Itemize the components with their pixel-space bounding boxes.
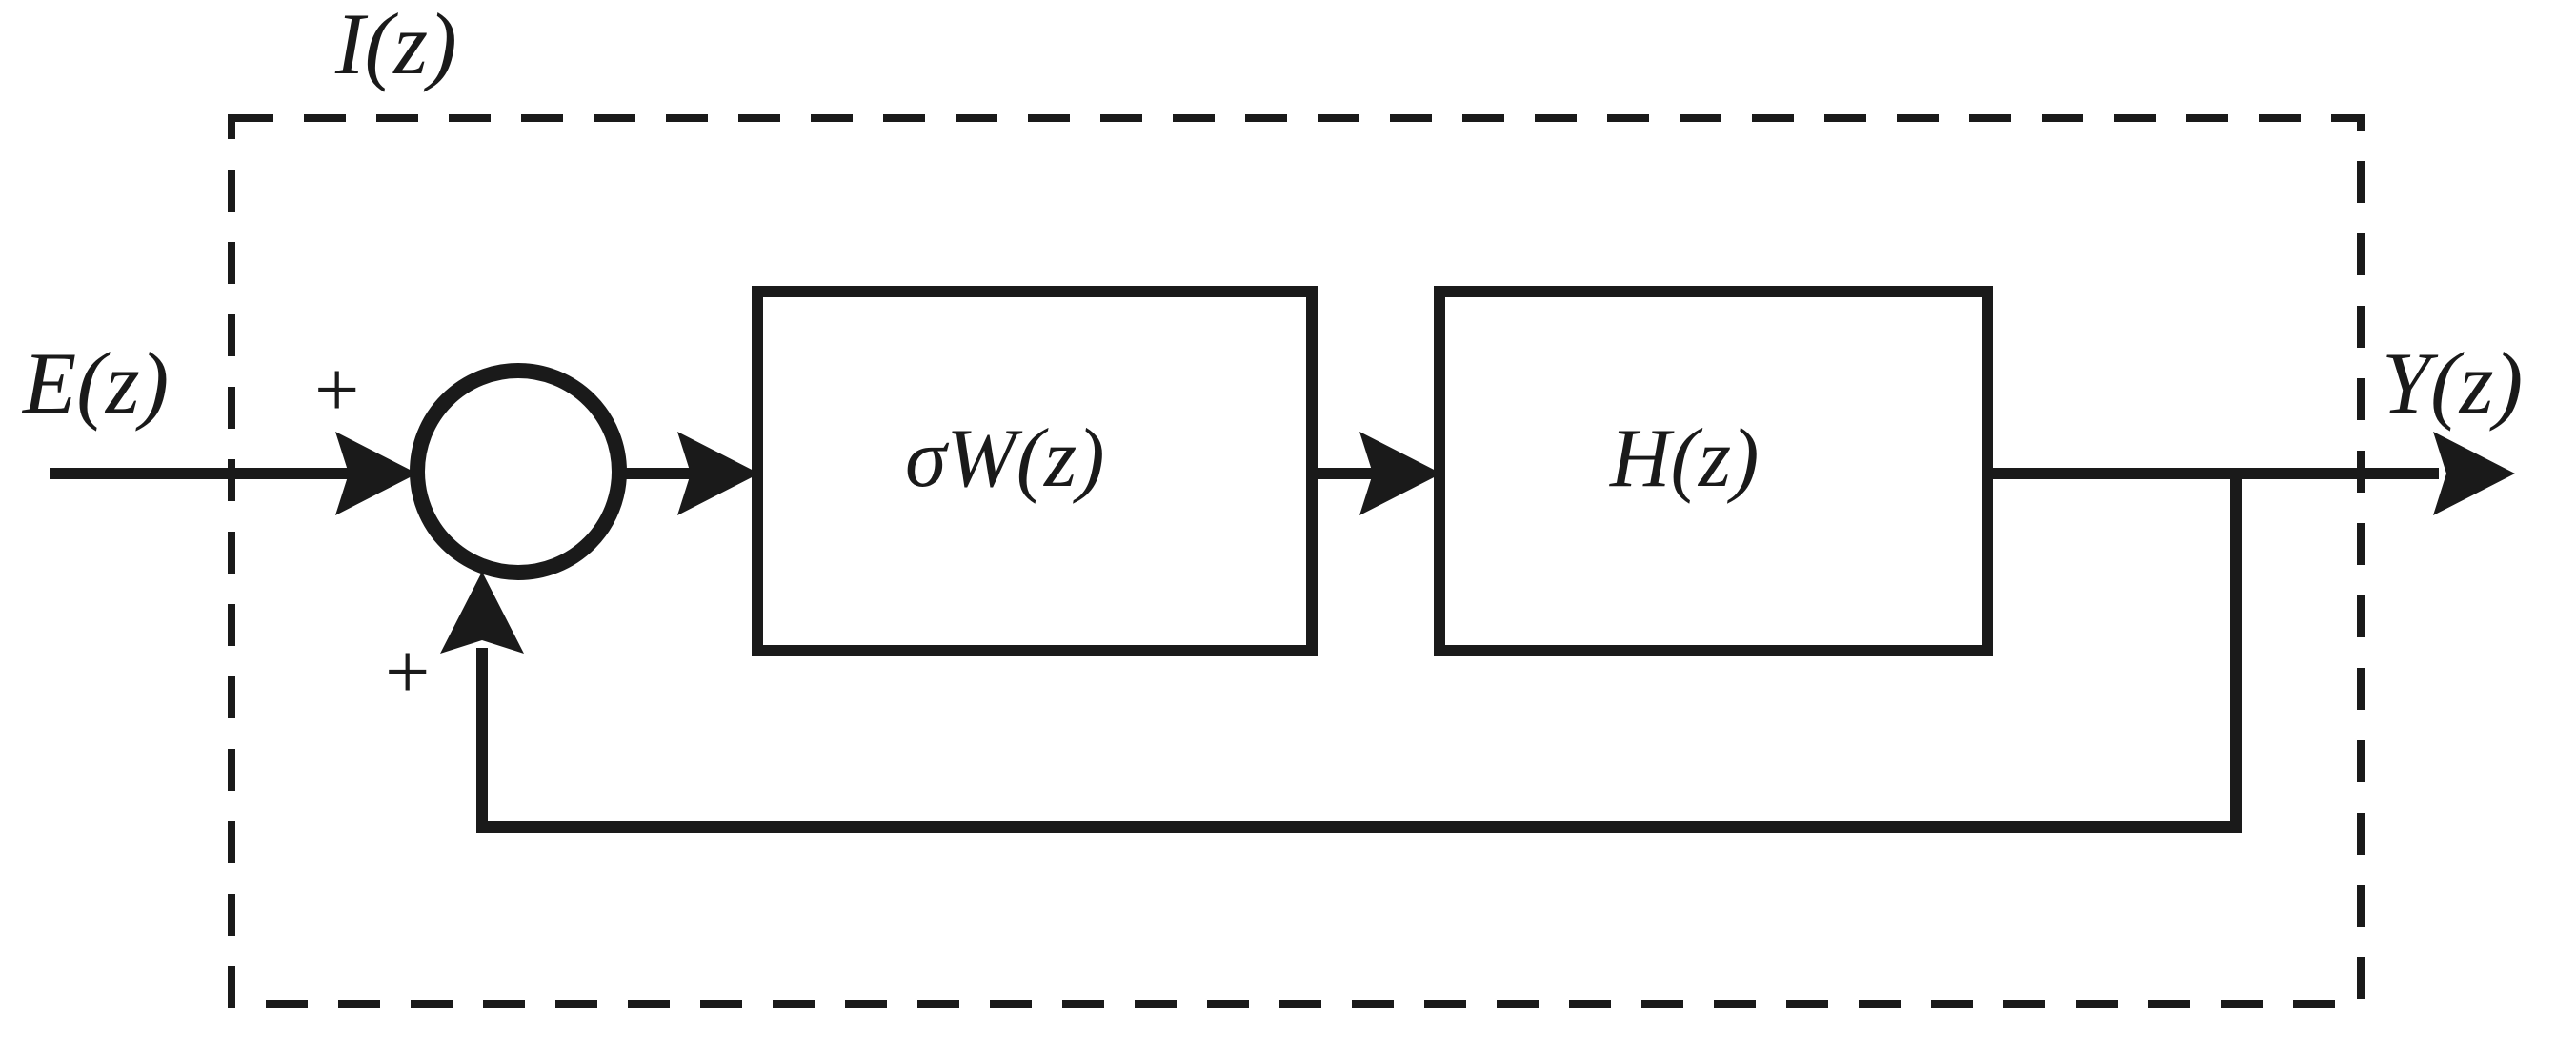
enclosure-label: I(z)	[335, 0, 457, 88]
block-sigma-w-label-text: σW(z)	[905, 413, 1105, 505]
input-label-text: E(z)	[23, 334, 170, 432]
output-label: Y(z)	[2382, 339, 2523, 427]
enclosure-label-text: I(z)	[335, 0, 457, 92]
block-h-label-text: H(z)	[1610, 413, 1760, 505]
enclosure-dashed-box	[228, 114, 2365, 1008]
feedback-arrowhead-icon	[440, 572, 524, 654]
sum-sign-bottom-plus-text: +	[385, 628, 431, 716]
sum-sign-top-plus-text: +	[314, 346, 360, 434]
block1-to-block2-arrowhead-icon	[1359, 432, 1441, 515]
output-arrowhead-icon	[2433, 432, 2515, 515]
summing-junction-circle	[410, 363, 627, 580]
block-h-label: H(z)	[1610, 417, 1759, 501]
block-h	[1434, 286, 1993, 656]
input-label: E(z)	[23, 339, 169, 427]
output-label-text: Y(z)	[2382, 334, 2524, 432]
sum-sign-top-plus: +	[314, 351, 359, 431]
sum-to-block1-arrowhead-icon	[677, 432, 759, 515]
block-sigma-w	[752, 286, 1318, 656]
input-arrowhead-icon	[335, 432, 417, 515]
sum-sign-bottom-plus: +	[385, 633, 430, 713]
block-sigma-w-label: σW(z)	[905, 417, 1105, 501]
